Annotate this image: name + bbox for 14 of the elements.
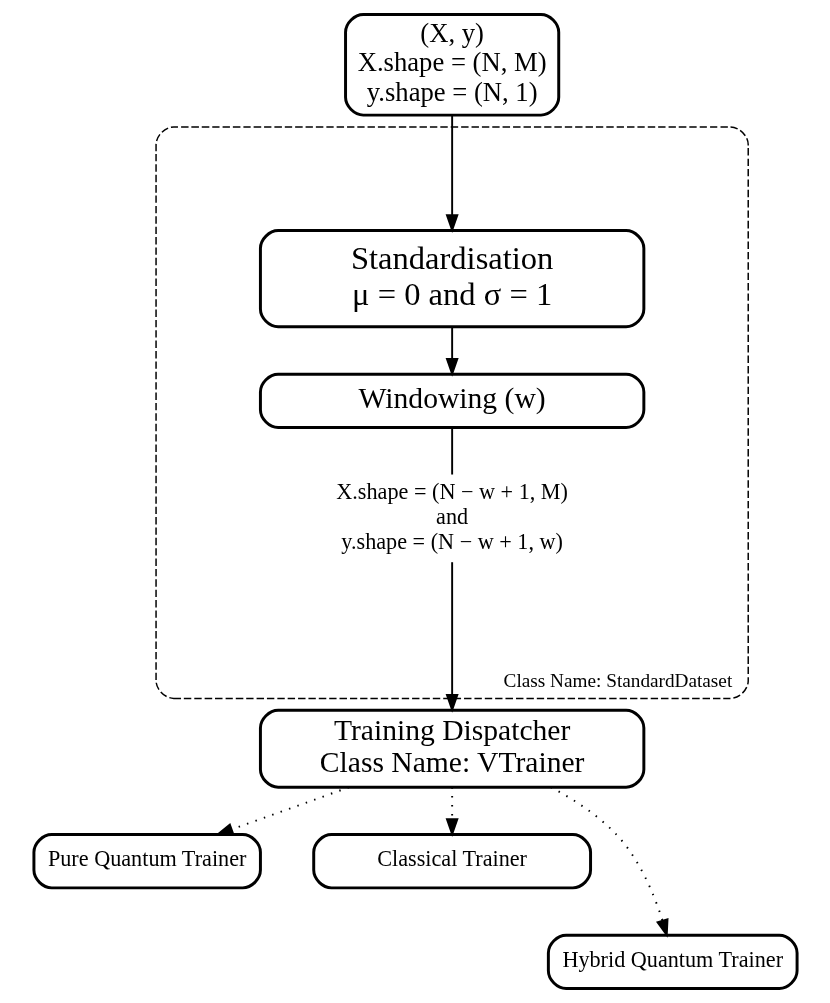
connector: [450, 426, 453, 476]
arrow: [445, 561, 459, 713]
node-box: Standardisation μ = 0 and σ = 1: [258, 229, 645, 329]
arrow: [445, 786, 459, 837]
arrow: [445, 114, 459, 233]
node-box: Classical Trainer: [311, 833, 592, 890]
arrow: [549, 786, 669, 938]
arrow: [445, 326, 459, 377]
node-box: Hybrid Quantum Trainer: [546, 933, 799, 991]
node-box: Training Dispatcher Class Name: VTrainer: [258, 708, 645, 789]
node-text: X.shape = (N − w + 1, M) and y.shape = (N − w + 1, w): [335, 478, 568, 554]
node-box: Pure Quantum Trainer: [31, 833, 262, 890]
node-box: Windowing (w): [258, 372, 645, 429]
node-box: (X, y) X.shape = (N, M) y.shape = (N, 1): [343, 12, 560, 117]
